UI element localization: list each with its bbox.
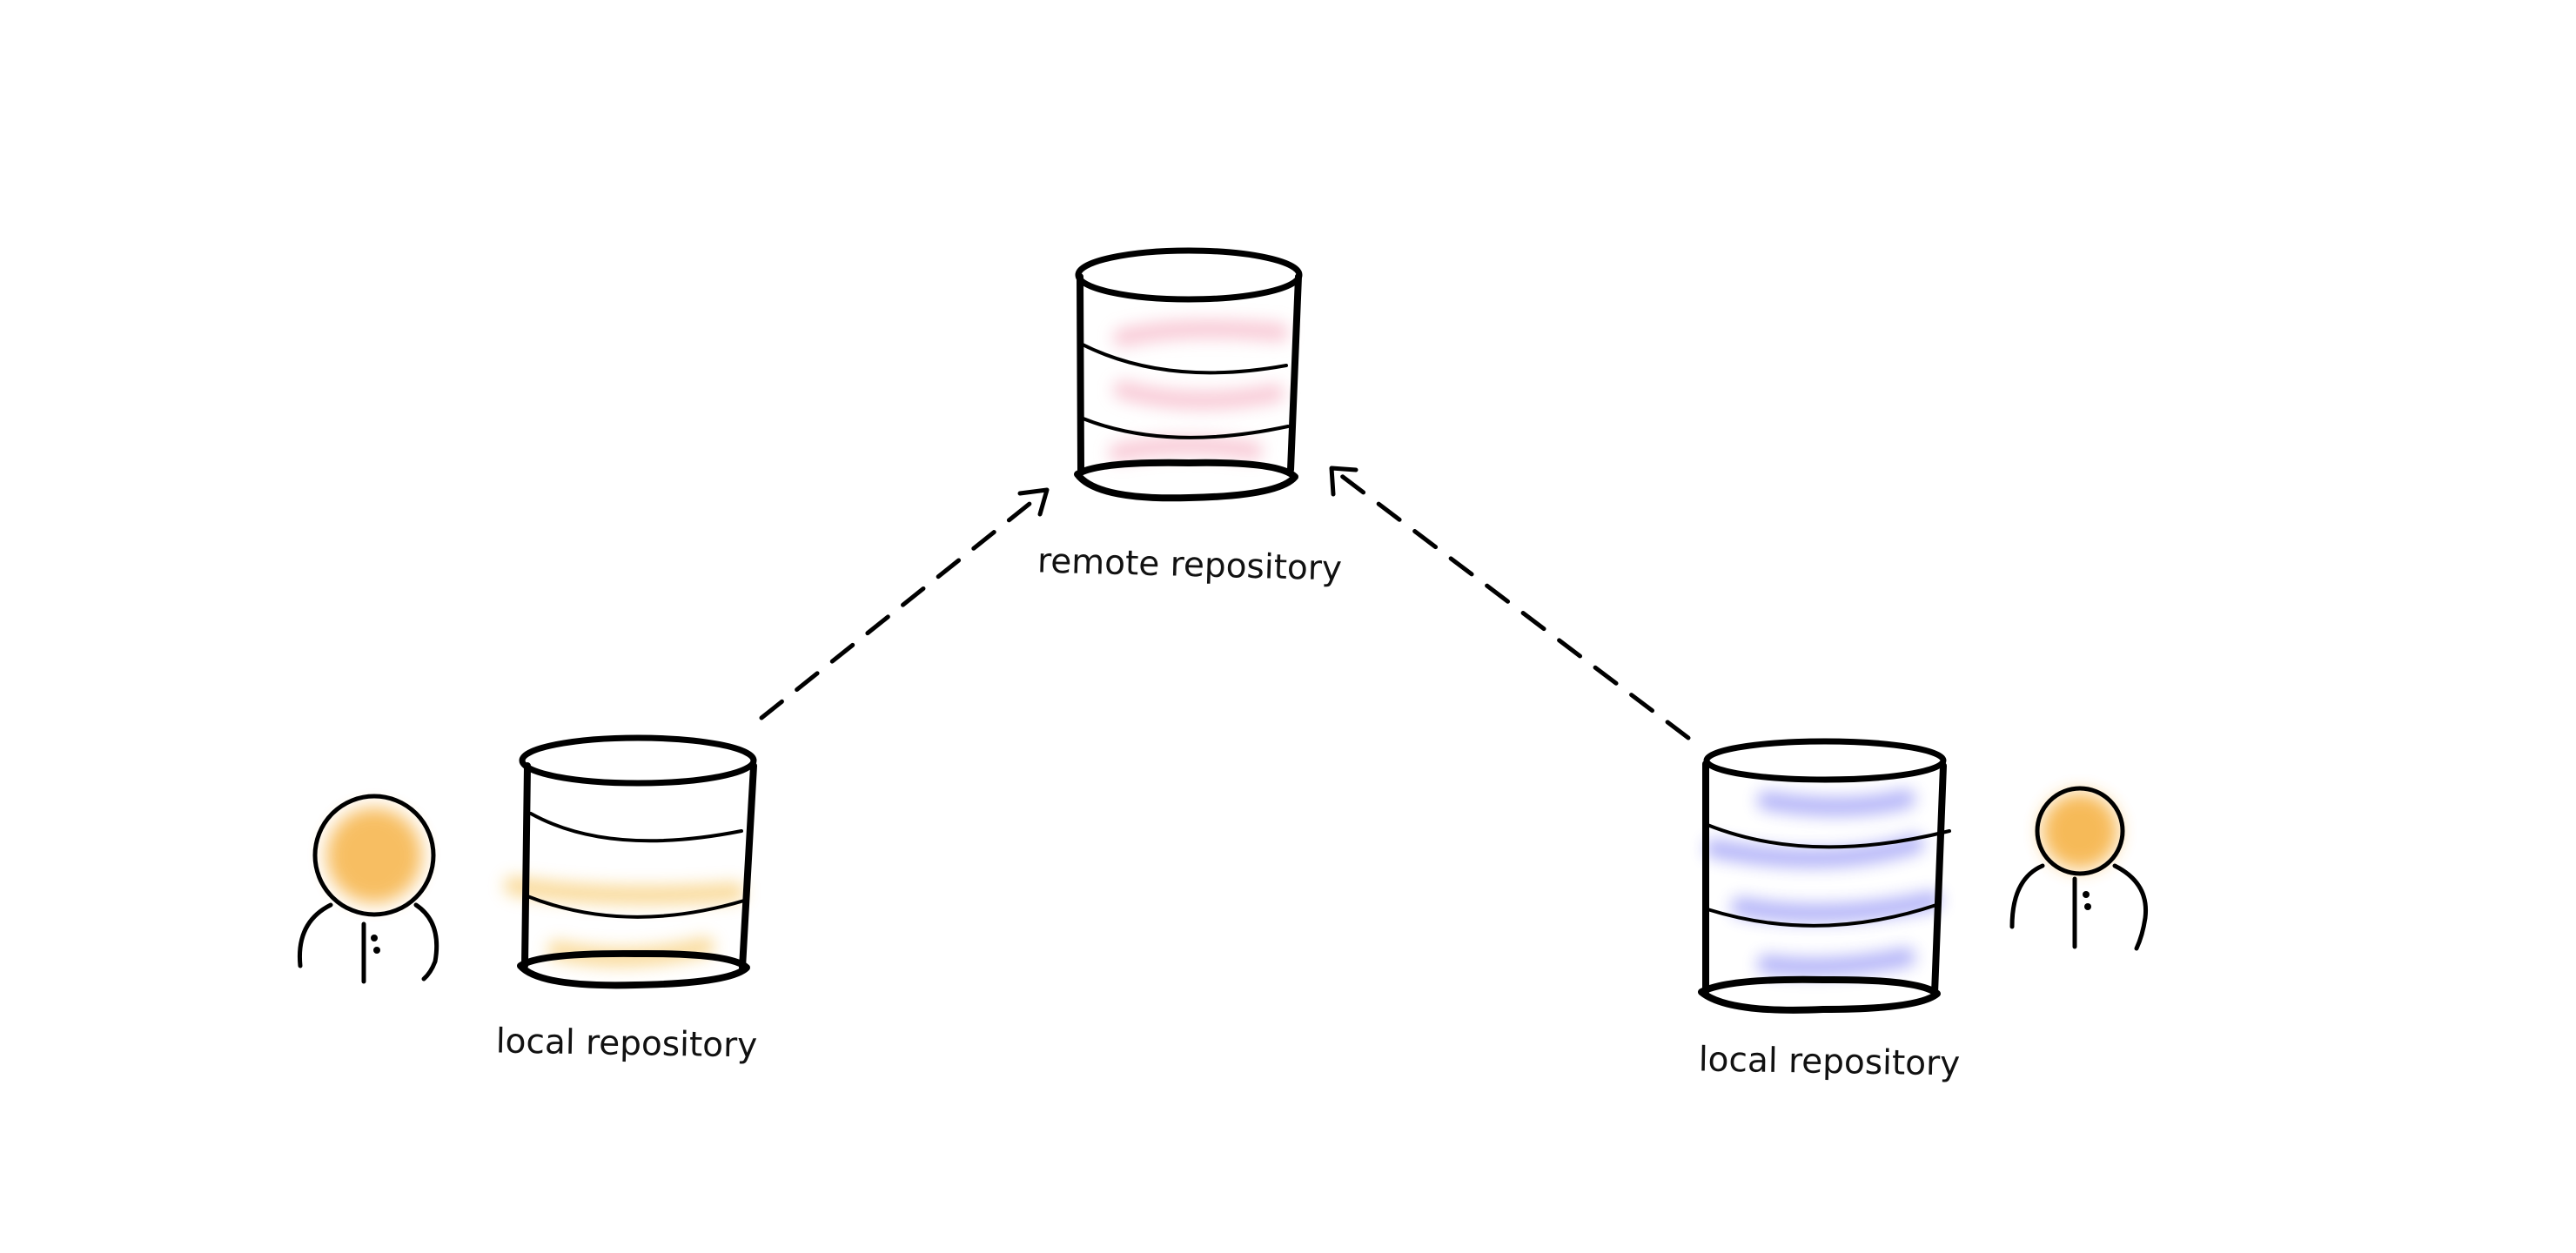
local-repository-right-database-icon: [1701, 741, 1949, 1010]
remote-highlight-stroke: [1123, 329, 1279, 338]
remote-repository-label: remote repository: [1036, 541, 1343, 589]
edge-local-left-to-remote: [761, 490, 1047, 718]
remote-highlight: [1118, 329, 1279, 452]
local-right-highlight-stroke: [1714, 844, 1915, 858]
remote-highlight-stroke: [1123, 390, 1275, 400]
local-right-highlight-stroke: [1767, 957, 1906, 968]
edge-local-right-to-remote: [1332, 468, 1688, 738]
local-repository-right-label: local repository: [1698, 1040, 1961, 1084]
remote-repository-database-icon: [1077, 251, 1299, 498]
user-right-head-fill: [2042, 793, 2118, 869]
remote-highlight-stroke: [1118, 446, 1253, 452]
local-right-highlight: [1714, 799, 1932, 968]
local-right-highlight-stroke: [1741, 901, 1932, 914]
local-left-highlight-stroke: [513, 886, 735, 895]
user-left-head-fill: [326, 807, 422, 903]
local-repository-left-label: local repository: [495, 1022, 758, 1066]
local-right-highlight-stroke: [1767, 799, 1906, 807]
user-left-person-icon: [299, 796, 436, 982]
local-repository-left-database-icon: [513, 738, 754, 985]
user-right-person-icon: [2012, 788, 2146, 948]
local-left-highlight: [513, 886, 735, 957]
